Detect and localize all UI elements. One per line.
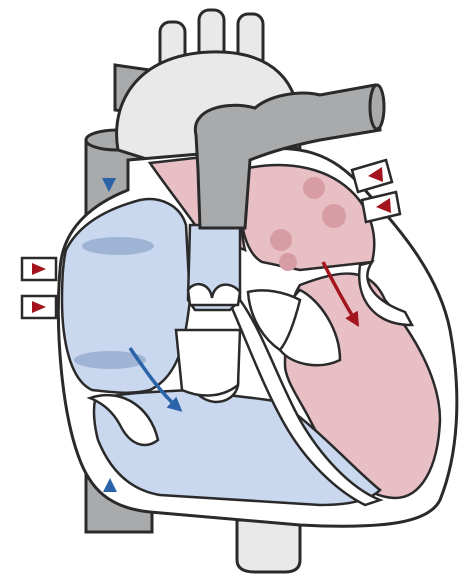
- pulmonary-vein-opening: [322, 204, 346, 228]
- pulmonary-vein-opening: [279, 253, 297, 271]
- pulmonary-vein-tube: [352, 160, 392, 192]
- pulmonary-vein-opening: [303, 177, 325, 199]
- right-atrium: [62, 199, 190, 393]
- pulmonary-vein-tube: [22, 258, 56, 280]
- superior-vena-cava-opening: [82, 237, 154, 255]
- left-pulmonary-veins: [22, 258, 56, 318]
- pulmonary-vein-tube: [22, 296, 56, 318]
- pulmonary-trunk: [188, 225, 240, 310]
- descending-aorta: [237, 520, 300, 572]
- pulmonary-vein-opening: [270, 229, 292, 251]
